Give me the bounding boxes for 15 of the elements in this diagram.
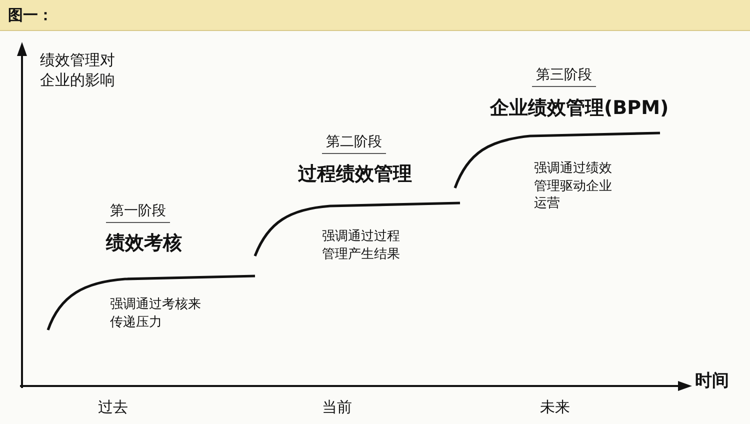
time-label: 未来	[540, 397, 570, 418]
stage-label: 第一阶段	[106, 202, 170, 223]
axis-label: 时间	[695, 370, 729, 393]
stage-description: 强调通过考核来传递压力	[110, 296, 202, 332]
stage-name: 过程绩效管理	[298, 162, 412, 187]
figure-title: 图一：	[8, 5, 53, 26]
stage-description: 强调通过过程管理产生结果	[322, 228, 401, 264]
stage-label: 第二阶段	[322, 133, 386, 154]
time-label: 当前	[322, 397, 352, 418]
time-label: 过去	[98, 397, 128, 418]
stage-name: 企业绩效管理(BPM)	[490, 96, 669, 121]
axis-label: 绩效管理对企业的影响	[40, 50, 116, 90]
stage-name: 绩效考核	[106, 231, 182, 256]
stage-label: 第三阶段	[532, 66, 596, 87]
stage-description: 强调通过绩效管理驱动企业运营	[534, 160, 613, 213]
